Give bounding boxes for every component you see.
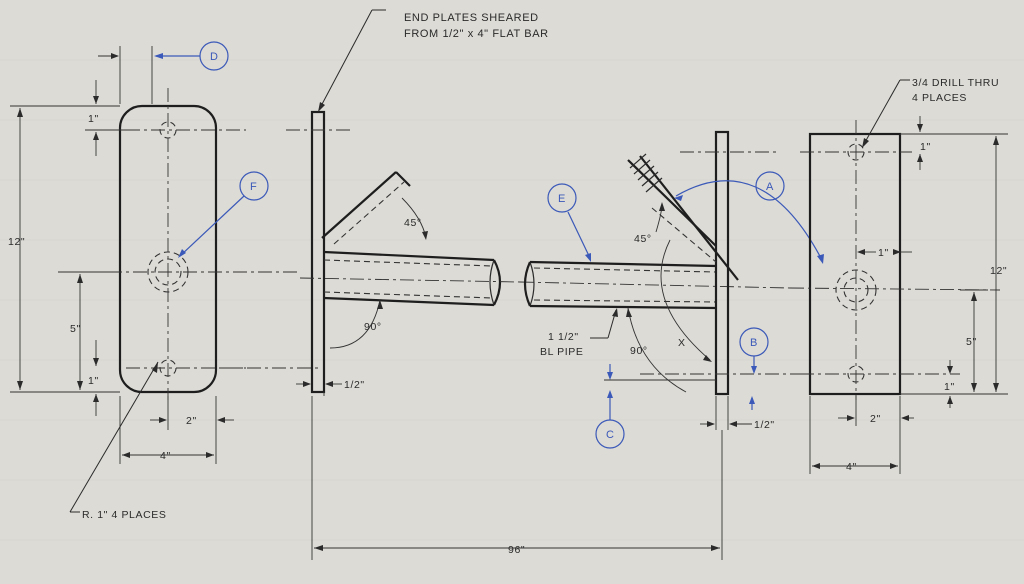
bubble-a[interactable] <box>755 171 785 201</box>
ninety-left: 90° <box>364 321 382 333</box>
dim-four-right: 4" <box>846 461 857 473</box>
dim-two-left: 2" <box>186 415 197 427</box>
right-pipe-bottom <box>529 304 717 310</box>
right-plate-side <box>714 130 730 396</box>
bubble-e[interactable] <box>547 183 577 213</box>
bubble-a-label: A <box>766 181 774 193</box>
right-plate-outline <box>808 132 902 396</box>
note-top-line1: END PLATES SHEARED <box>404 12 539 24</box>
dim-one-bottom-left: 1" <box>88 375 99 387</box>
note-radius: R. 1" 4 PLACES <box>82 509 167 521</box>
pipe-bore-hidden-circle <box>147 251 189 293</box>
note-pipe-line1: 1 1/2" <box>548 331 579 343</box>
bubble-b-label: B <box>750 337 757 349</box>
bubble-e-label: E <box>558 193 565 205</box>
pipe-inner-hidden-circle <box>154 258 182 286</box>
top-hole-circle <box>159 121 177 139</box>
x-label: X <box>678 337 686 349</box>
dim-twelve-left: 12" <box>8 236 25 248</box>
right-pipe-break <box>523 261 532 307</box>
dim-five-left: 5" <box>70 323 81 335</box>
dim-length: 96" <box>508 544 525 556</box>
dim-two-right: 2" <box>870 413 881 425</box>
bubble-f-label: F <box>250 181 257 193</box>
dim-one-top-left: 1" <box>88 113 99 125</box>
bottom-hole-circle <box>159 359 177 377</box>
right-bottom-hole <box>847 365 865 383</box>
note-pipe-line2: BL PIPE <box>540 346 584 358</box>
note-top-line2: FROM 1/2" x 4" FLAT BAR <box>404 28 549 40</box>
dim-four-left: 4" <box>160 450 171 462</box>
left-plate-side <box>310 110 326 394</box>
left-pipe-top <box>323 250 495 262</box>
plate-thk-right: 1/2" <box>754 419 775 431</box>
dim-twelve-right: 12" <box>990 265 1007 277</box>
left-pipe-break <box>493 259 502 306</box>
angle-right-45: 45° <box>634 233 652 245</box>
right-pipe-bore-hidden <box>835 269 877 311</box>
dim-one-top-right: 1" <box>920 141 931 153</box>
right-top-hole <box>847 143 865 161</box>
note-drill-line1: 3/4 DRILL THRU <box>912 77 999 89</box>
dim-one-mid-right: 1" <box>878 247 889 259</box>
bubble-d-label: D <box>210 51 218 63</box>
ninety-right: 90° <box>630 345 648 357</box>
note-drill-line2: 4 PLACES <box>912 92 967 104</box>
bubble-c-label: C <box>606 429 614 441</box>
dim-five-right: 5" <box>966 336 977 348</box>
left-end-plate-view: 12" 5" 1" 1" D 2" <box>8 41 300 521</box>
right-pipe-top <box>529 260 717 268</box>
angle-left-45: 45° <box>404 217 422 229</box>
right-brace-lower <box>627 159 717 247</box>
plate-thk-left: 1/2" <box>344 379 365 391</box>
dim-one-bottom-right: 1" <box>944 381 955 393</box>
bubble-d[interactable] <box>199 41 229 71</box>
right-end-plate-view: 3/4 DRILL THRU 4 PLACES 12" 5" 1" 1" <box>789 77 1008 474</box>
left-brace-lower <box>321 171 397 239</box>
bubble-f[interactable] <box>239 171 269 201</box>
side-view: END PLATES SHEARED FROM 1/2" x 4" FLAT B… <box>222 9 824 560</box>
left-pipe-bottom <box>323 296 495 307</box>
